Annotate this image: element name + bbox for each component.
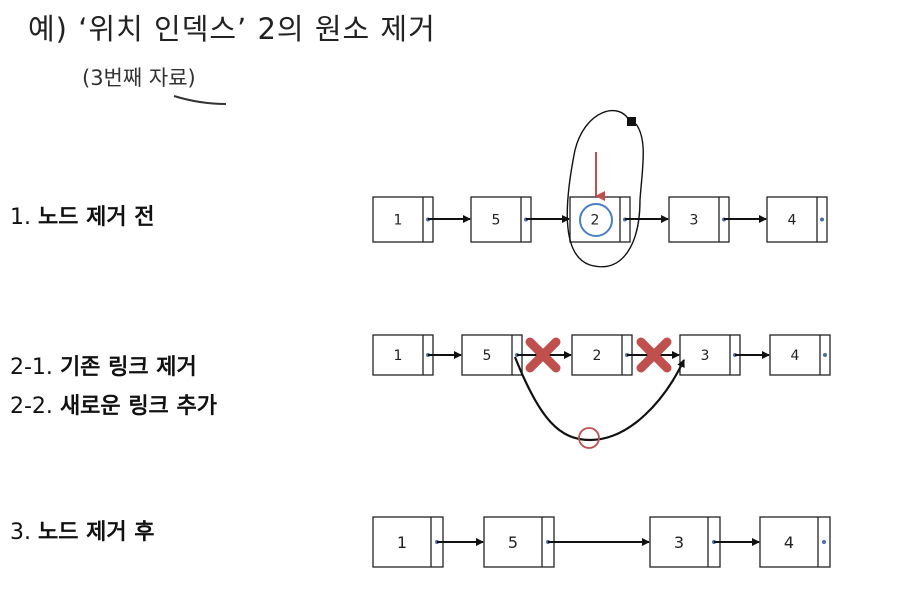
node-box [759,516,831,568]
step-before-number: 1. [10,205,31,230]
step-remove-link-text: 기존 링크 제거 [59,355,197,380]
page-title: 예) ‘위치 인덱스’ 2의 원소 제거 [28,12,436,46]
node-box [766,196,828,243]
node-pointer-dot [823,353,827,357]
step-after-label: 3. 노드 제거 후 [10,514,155,546]
step-after-text: 노드 제거 후 [38,520,155,545]
after-node-1: 5 [483,516,555,568]
node-box [372,516,444,568]
highlight-circle [579,203,613,237]
step-add-link-number: 2-2. [10,394,53,419]
relink-node-1: 5 [461,334,523,376]
loop-marker-square [627,117,636,126]
relink-node-4: 4 [769,334,831,376]
node-value: 1 [394,348,403,364]
node-pointer-dot [822,540,826,544]
step-add-link-label: 2-2. 새로운 링크 추가 [10,388,217,420]
node-box [668,196,730,243]
node-box [571,334,633,376]
relink-node-0: 1 [372,334,434,376]
node-value: 3 [674,533,684,552]
page-subtitle: (3번째 자료) [82,66,196,90]
remove-link-cross-1 [525,337,561,373]
step-before-label: 1. 노드 제거 전 [10,199,155,231]
annotations [513,109,685,449]
before-node-4: 4 [766,196,828,243]
node-value: 5 [508,533,518,552]
step-remove-link-label: 2-1. 기존 링크 제거 [10,349,197,381]
node-value: 4 [791,348,800,364]
step-add-link-text: 새로운 링크 추가 [59,394,217,419]
cross-stroke-b [525,337,561,373]
node-box [649,516,721,568]
relink-node-2: 2 [571,334,633,376]
remove-link-cross-2 [636,337,672,373]
node-value: 4 [788,213,797,229]
node-box [372,196,434,243]
new-link-curve [513,356,685,442]
node-value: 3 [701,348,710,364]
before-node-1: 5 [470,196,532,243]
node-pointer-dot [820,217,824,222]
node-value: 4 [784,533,794,552]
step-remove-link-number: 2-1. [10,355,53,380]
new-link-circle-mark [578,427,600,449]
node-value: 5 [492,213,501,229]
step-before-text: 노드 제거 전 [38,205,155,230]
node-box [372,334,434,376]
relink-node-3: 3 [679,334,741,376]
node-value: 3 [690,213,699,229]
before-node-0: 1 [372,196,434,243]
node-value: 2 [591,213,600,229]
cross-stroke-b [636,337,672,373]
row-relink: 1 5 2 3 4 [372,334,831,376]
node-value: 5 [483,348,492,364]
node-box [461,334,523,376]
after-node-2: 3 [649,516,721,568]
before-node-3: 3 [668,196,730,243]
node-box [679,334,741,376]
hand-drawn-loop [566,109,644,268]
node-box [483,516,555,568]
after-node-3: 4 [759,516,831,568]
node-value: 2 [593,348,602,364]
node-box [769,334,831,376]
node-box [470,196,532,243]
node-value: 1 [397,533,407,552]
after-node-0: 1 [372,516,444,568]
step-after-number: 3. [10,520,31,545]
node-value: 1 [394,213,403,229]
